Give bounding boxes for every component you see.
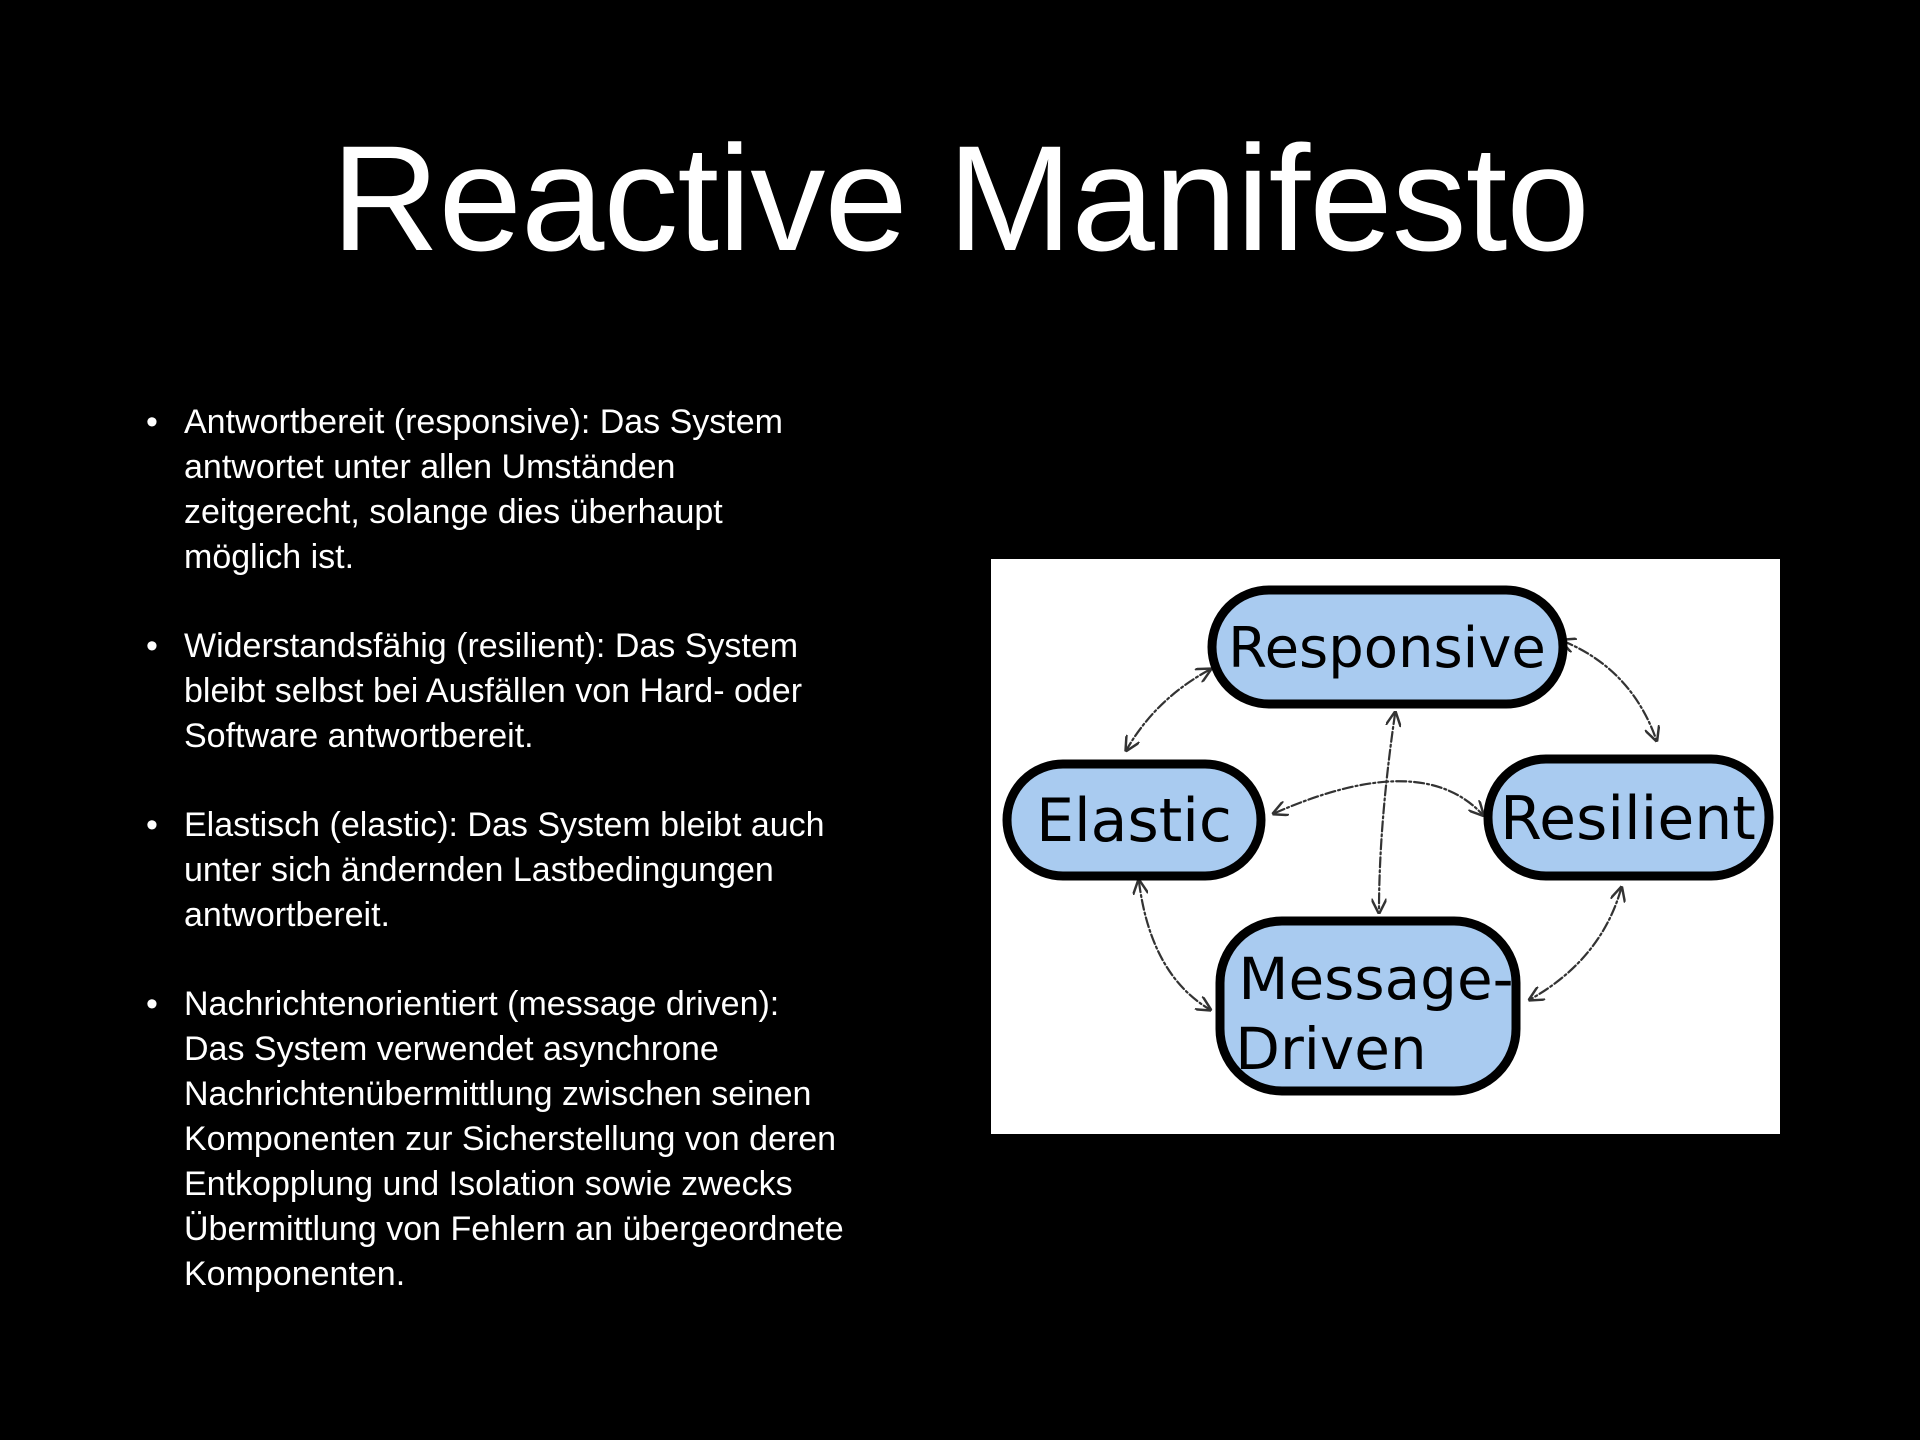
- arrow-elastic-message: [1139, 882, 1209, 1009]
- bullet-text-line: Nachrichtenorientiert (message driven):: [184, 985, 780, 1023]
- bullet-responsive: • Antwortbereit (responsive): Das System…: [146, 400, 946, 580]
- bullet-text-line: Widerstandsfähig (resilient): Das System: [184, 627, 799, 665]
- slide-title: Reactive Manifesto: [331, 114, 1590, 282]
- bullet-list: • Antwortbereit (responsive): Das System…: [146, 400, 946, 1341]
- bullet-text-line: zeitgerecht, solange dies überhaupt: [184, 493, 723, 531]
- bullet-resilient: • Widerstandsfähig (resilient): Das Syst…: [146, 624, 946, 759]
- arrow-responsive-message: [1379, 714, 1395, 911]
- bullet-text-line: möglich ist.: [184, 538, 355, 576]
- node-responsive-label: Responsive: [1228, 616, 1546, 681]
- bullet-elastic: • Elastisch (elastic): Das System bleibt…: [146, 803, 946, 938]
- bullet-text-line: antwortet unter allen Umständen: [184, 448, 676, 486]
- bullet-text-line: Das System verwendet asynchrone: [184, 1030, 719, 1068]
- bullet-text-line: Übermittlung von Fehlern an übergeordnet…: [184, 1210, 844, 1248]
- node-elastic: Elastic: [1002, 759, 1266, 881]
- bullet-dot-icon: •: [146, 403, 158, 441]
- reactive-diagram: Responsive Elastic Resilient Message- Dr…: [991, 559, 1780, 1134]
- arrow-elastic-resilient: [1275, 780, 1482, 814]
- arrow-resilient-message: [1531, 889, 1621, 999]
- node-message-driven: Message- Driven: [1215, 916, 1521, 1096]
- node-message-label-line1: Message-: [1238, 945, 1513, 1013]
- bullet-message-driven: • Nachrichtenorientiert (message driven)…: [146, 982, 946, 1297]
- bullet-dot-icon: •: [146, 985, 158, 1023]
- node-responsive: Responsive: [1207, 585, 1568, 709]
- bullet-text-line: Entkopplung und Isolation sowie zwecks: [184, 1165, 793, 1203]
- bullet-text-line: Nachrichtenübermittlung zwischen seinen: [184, 1075, 812, 1113]
- bullet-text-line: Software antwortbereit.: [184, 717, 534, 755]
- bullet-dot-icon: •: [146, 806, 158, 844]
- node-message-label-line2: Driven: [1235, 1015, 1426, 1083]
- bullet-text-line: Komponenten.: [184, 1255, 406, 1293]
- bullet-text-line: unter sich ändernden Lastbedingungen: [184, 851, 774, 889]
- diagram-arrows: [1127, 641, 1656, 1009]
- bullet-text-line: Elastisch (elastic): Das System bleibt a…: [184, 806, 825, 844]
- bullet-text-line: Antwortbereit (responsive): Das System: [184, 403, 783, 441]
- node-elastic-label: Elastic: [1036, 786, 1232, 856]
- arrow-responsive-elastic: [1127, 670, 1209, 749]
- node-resilient: Resilient: [1483, 754, 1774, 881]
- bullet-dot-icon: •: [146, 627, 158, 665]
- bullet-text-line: antwortbereit.: [184, 896, 390, 934]
- diagram-svg: Responsive Elastic Resilient Message- Dr…: [1002, 585, 1774, 1096]
- arrow-responsive-resilient: [1563, 641, 1656, 739]
- node-resilient-label: Resilient: [1500, 784, 1756, 854]
- bullet-text-line: Komponenten zur Sicherstellung von deren: [184, 1120, 837, 1158]
- bullet-text-line: bleibt selbst bei Ausfällen von Hard- od…: [184, 672, 803, 710]
